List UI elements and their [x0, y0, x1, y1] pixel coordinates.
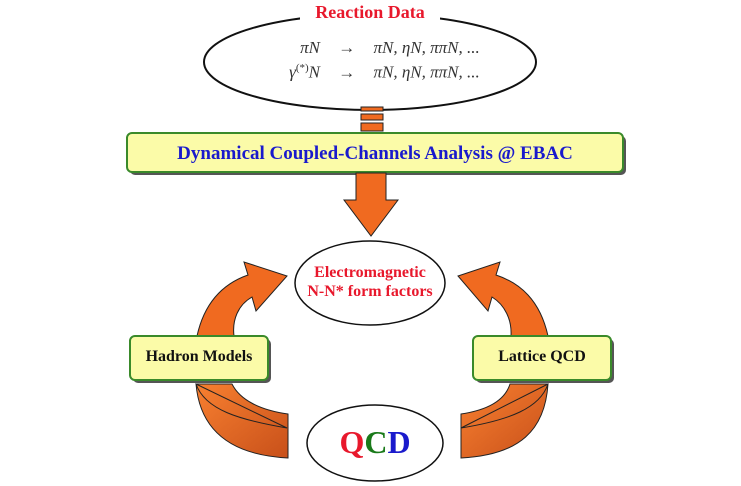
eq2-arrow: → [338, 62, 356, 82]
right-lower-curved-arrow [460, 383, 549, 459]
qcd-ellipse [306, 404, 444, 482]
qcd-c: C [364, 424, 388, 460]
analysis-label: Dynamical Coupled-Channels Analysis @ EB… [177, 143, 573, 164]
qcd-label: QCD [307, 424, 443, 461]
lattice-qcd-box [472, 335, 612, 381]
equation-line-1: πN → πN, ηN, ππN, ... [276, 38, 480, 58]
form-factors-ellipse [294, 240, 446, 326]
eq2-rhs: πN, ηN, ππN, ... [373, 62, 480, 82]
eq2-sup: (*) [295, 62, 309, 74]
hadron-models-box [129, 335, 269, 381]
hadron-models-label: Hadron Models [145, 348, 253, 365]
eq1-arrow: → [338, 38, 356, 57]
eq1-rhs: πN, ηN, ππN, ... [373, 38, 480, 57]
analysis-box [126, 132, 624, 173]
lattice-qcd-label: Lattice QCD [498, 348, 586, 365]
eq2-gamma: γ [289, 62, 296, 82]
left-upper-curved-arrow [196, 261, 288, 337]
equation-line-2: γ(*)N → πN, ηN, ππN, ... [276, 62, 480, 83]
qcd-d: D [387, 424, 411, 460]
qcd-q: Q [339, 424, 365, 460]
left-lower-curved-arrow [195, 383, 289, 459]
stacked-bars-connector [360, 106, 384, 132]
eq2-n: N [308, 62, 320, 82]
form-factors-line-1: Electromagnetic [314, 264, 426, 281]
right-upper-curved-arrow [457, 261, 549, 337]
reaction-data-title: Reaction Data [315, 2, 425, 22]
form-factors-line-2: N-N* form factors [307, 283, 433, 300]
down-arrow-icon [343, 172, 399, 237]
eq1-lhs: πN [300, 38, 320, 57]
